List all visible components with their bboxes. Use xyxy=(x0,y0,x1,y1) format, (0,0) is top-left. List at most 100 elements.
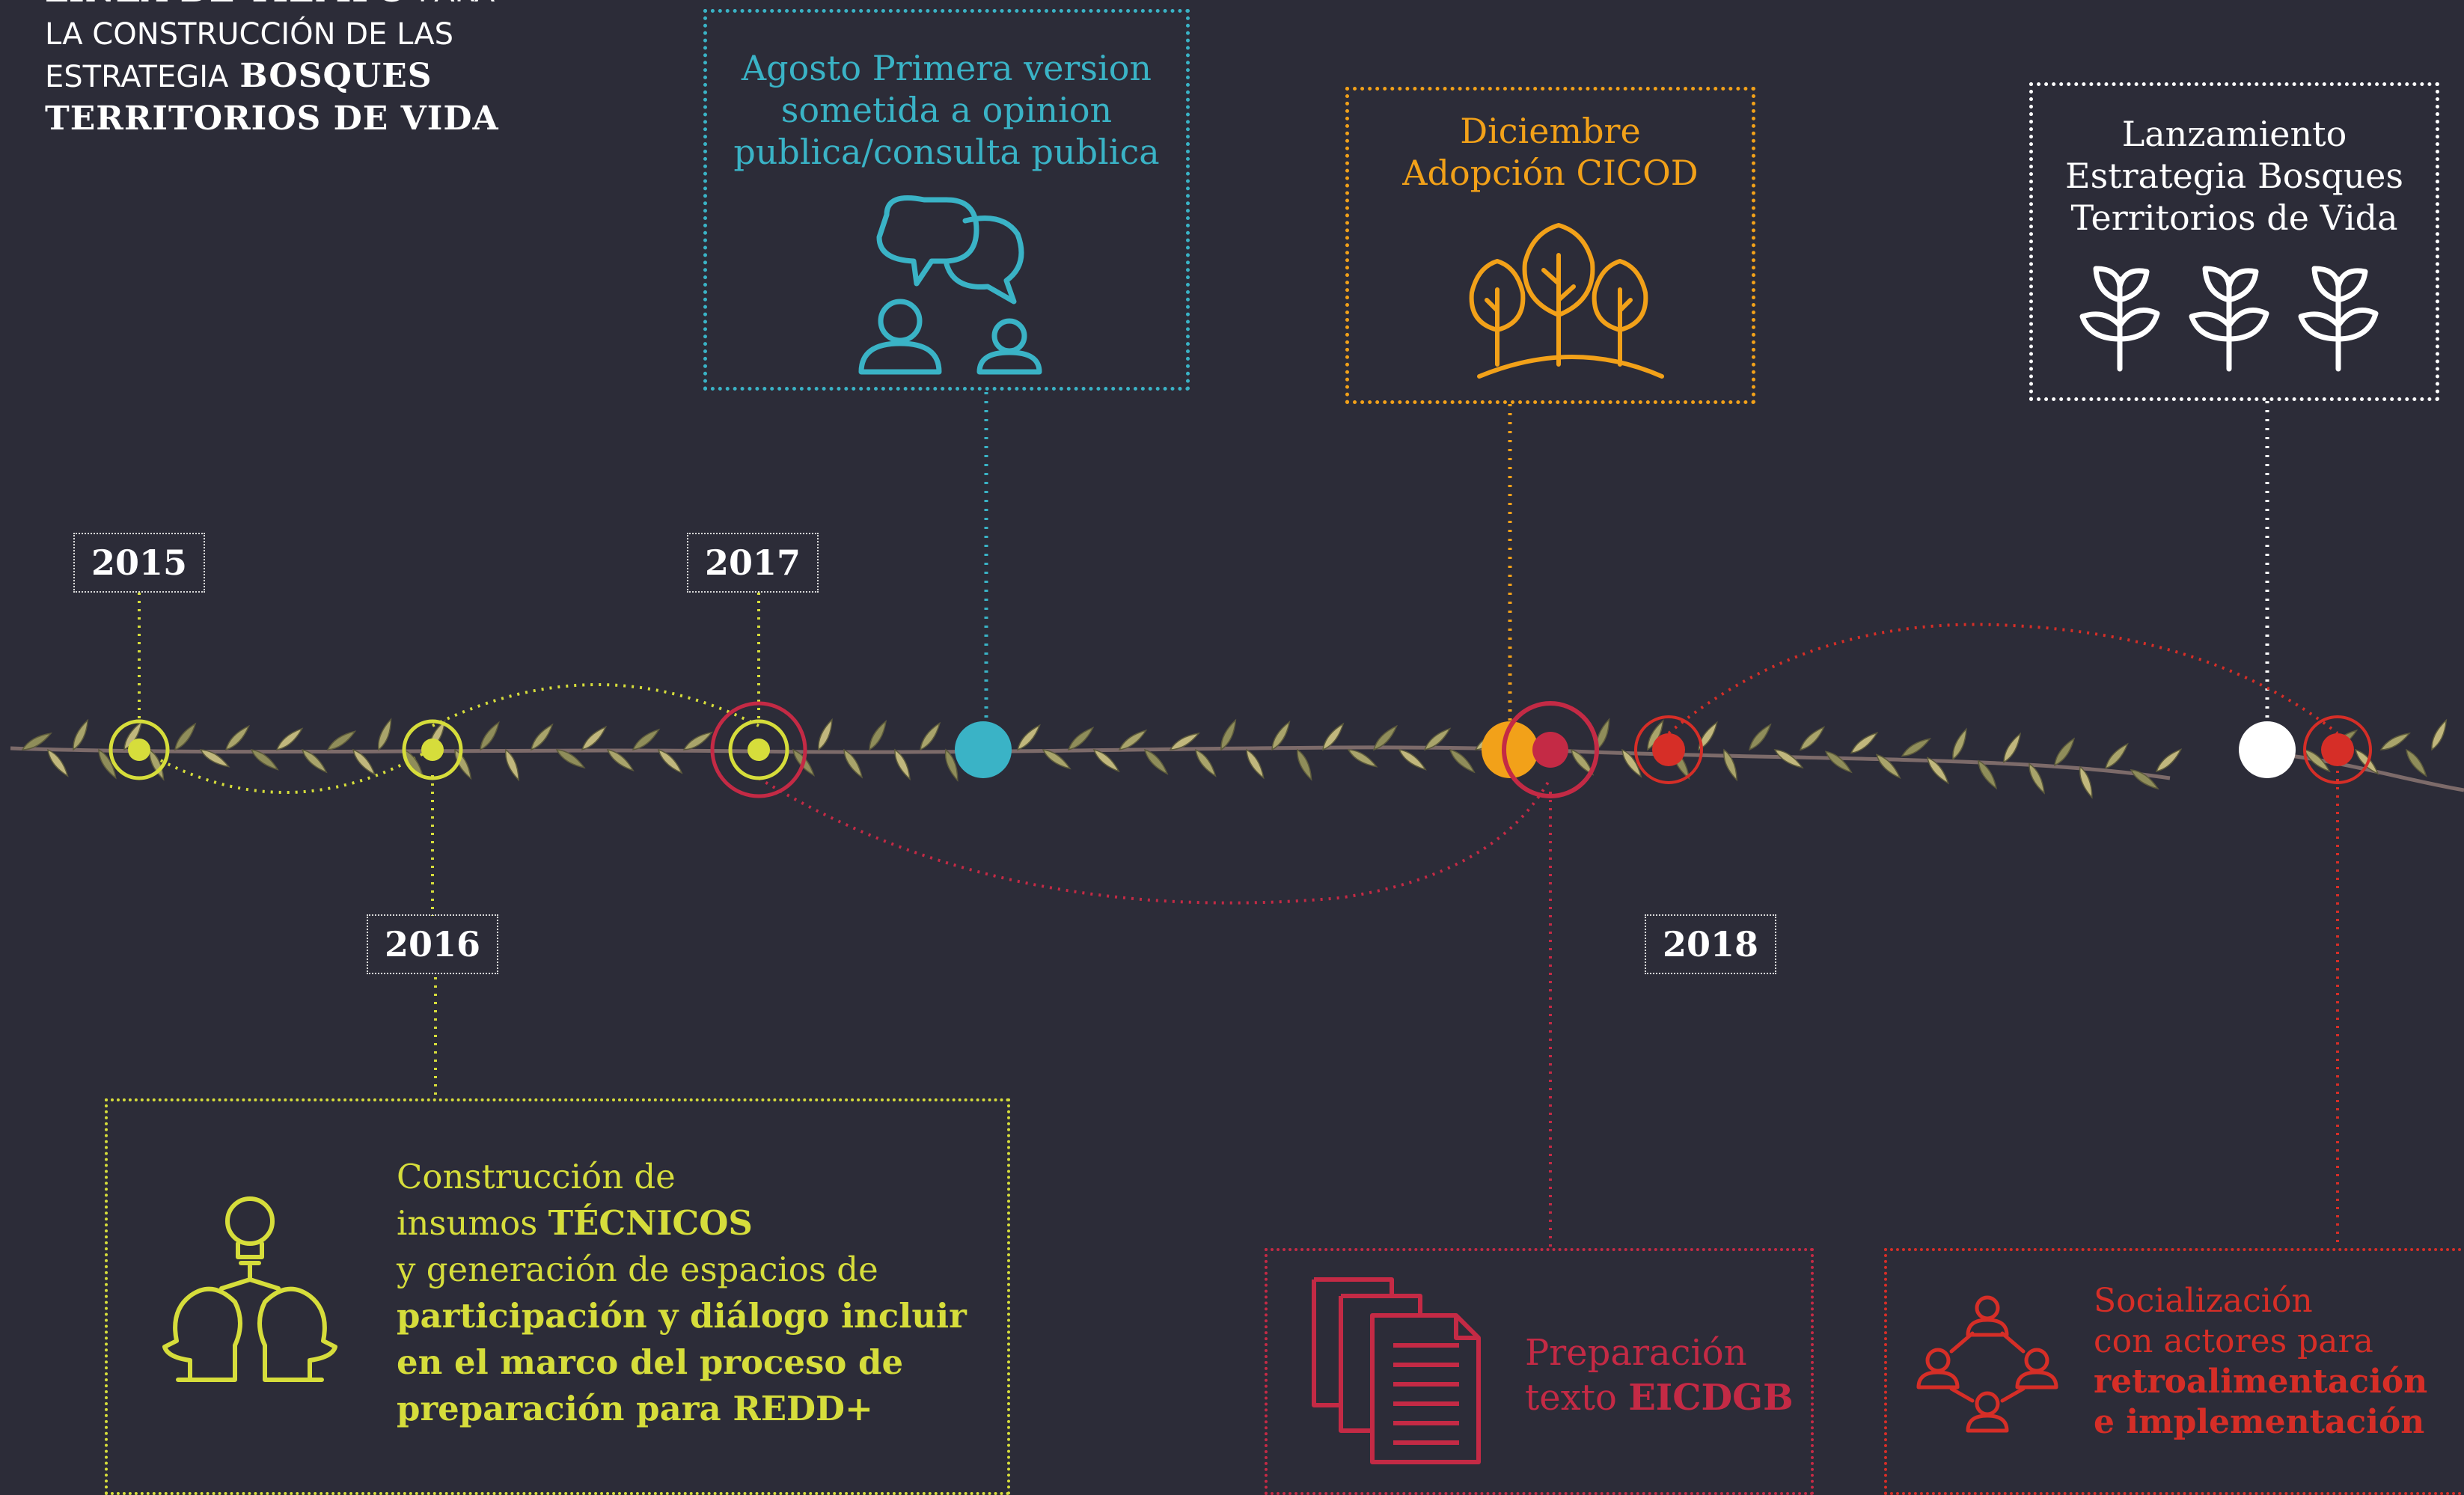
december-line2: Adopción CICOD xyxy=(1402,153,1699,193)
construction-line2-light: insumos xyxy=(397,1203,538,1243)
leaf-decoration xyxy=(1195,748,1217,777)
construction-line5: en el marco del proceso de xyxy=(397,1342,904,1382)
leaf-decoration xyxy=(377,718,392,751)
leaf-decoration xyxy=(818,718,833,751)
preparation-line2-light: texto xyxy=(1525,1377,1617,1419)
marker-launch xyxy=(2239,721,2296,778)
leaf-decoration xyxy=(1016,724,1041,751)
leaf-decoration xyxy=(2054,737,2076,767)
arc-2016-2017-upper xyxy=(432,683,759,727)
leaf-decoration xyxy=(224,724,251,751)
leaf-decoration xyxy=(606,749,635,772)
leaf-decoration xyxy=(1723,748,1738,782)
marker-december xyxy=(1482,701,1599,798)
leaf-decoration xyxy=(1297,748,1312,781)
august-line2: sometida a opinion xyxy=(780,90,1113,130)
marker-august xyxy=(955,721,1012,778)
documents-icon xyxy=(1312,1277,1481,1464)
leaf-decoration xyxy=(301,748,328,774)
marker-2018 xyxy=(1634,715,1703,784)
leaf-decoration xyxy=(1118,729,1148,750)
arc-2018-socialization-upper xyxy=(1667,623,2339,735)
august-line1: Agosto Primera version xyxy=(741,48,1152,88)
leaf-decoration xyxy=(1749,723,1772,751)
leaf-decoration xyxy=(2130,768,2159,790)
leaf-decoration xyxy=(1824,750,1853,774)
launch-line2: Estrategia Bosques xyxy=(2064,156,2403,196)
leaf-decoration xyxy=(1220,718,1237,751)
leaf-decoration xyxy=(2003,732,2022,764)
leaf-decoration xyxy=(843,748,863,779)
year-label-2017: 2017 xyxy=(687,533,819,593)
leaf-decoration xyxy=(21,732,52,750)
socialization-line3: retroalimentación xyxy=(2094,1363,2428,1401)
leaf-decoration xyxy=(1271,720,1291,751)
leaf-decoration xyxy=(1773,749,1804,769)
leaf-decoration xyxy=(657,748,683,774)
year-label-2018: 2018 xyxy=(1645,914,1776,974)
construction-line4: participación y diálogo incluir xyxy=(397,1296,967,1336)
leaf-decoration xyxy=(1901,738,1932,757)
leaf-decoration xyxy=(632,728,661,750)
leaf-decoration xyxy=(581,725,608,751)
leaf-decoration xyxy=(555,749,586,769)
leaf-decoration xyxy=(1978,759,1998,790)
socialization-line4: e implementación xyxy=(2094,1403,2425,1441)
leaf-decoration xyxy=(2431,718,2448,751)
leaf-decoration xyxy=(352,748,376,776)
leaf-decoration xyxy=(73,718,89,751)
leaf-decoration xyxy=(1952,727,1967,761)
arc-2017-preparation-lower xyxy=(757,777,1552,905)
leaf-decoration xyxy=(326,730,357,750)
leaf-decoration xyxy=(1621,748,1642,778)
august-line3: publica/consulta publica xyxy=(733,132,1160,172)
leaf-decoration xyxy=(47,748,69,777)
title-line4: TERRITORIOS DE VIDA xyxy=(45,100,499,138)
branch-stem xyxy=(10,745,2464,792)
preparation-line1: Preparación xyxy=(1525,1332,1747,1374)
launch-line1: Lanzamiento xyxy=(2121,114,2347,154)
leaf-decoration xyxy=(505,748,520,782)
event-construction-box: Construcción de insumos TÉCNICOS y gener… xyxy=(105,1098,1010,1495)
title-line1-light: PARA xyxy=(418,0,495,9)
leaf-decoration xyxy=(2406,748,2427,777)
leaf-decoration xyxy=(1799,726,1826,751)
construction-line2-bold: TÉCNICOS xyxy=(548,1203,753,1243)
speech-bubbles-people-icon xyxy=(858,195,1042,375)
leaf-decoration xyxy=(1372,724,1398,751)
leaf-decoration xyxy=(2104,742,2129,769)
marker-2016 xyxy=(402,719,463,780)
leaf-decoration xyxy=(1246,748,1265,780)
marker-2017 xyxy=(710,701,807,798)
event-launch-box: Lanzamiento Estrategia Bosques Territori… xyxy=(2029,82,2439,401)
event-preparation-box: Preparación texto EICDGB xyxy=(1265,1248,1814,1495)
leaf-decoration xyxy=(894,748,911,781)
socialization-line2: con actores para xyxy=(2094,1322,2373,1360)
heads-lightbulb-icon xyxy=(162,1196,337,1382)
title-line3-light: ESTRATEGIA xyxy=(45,60,229,94)
leaf-decoration xyxy=(2303,748,2331,773)
trees-icon xyxy=(1469,223,1664,379)
leaf-decoration xyxy=(1875,753,1901,780)
event-socialization-box: Socialización con actores para retroalim… xyxy=(1884,1248,2464,1495)
leaf-decoration xyxy=(2155,748,2183,772)
title-line1-bold: LÍNEA DE TIEMPO xyxy=(45,0,407,10)
arc-2015-2016-lower xyxy=(138,747,434,794)
preparation-line2-bold: EICDGB xyxy=(1628,1377,1794,1419)
leaf-decoration xyxy=(1322,722,1345,751)
socialization-line1: Socialización xyxy=(2094,1282,2313,1320)
leaf-decoration xyxy=(920,721,941,751)
page-title: LÍNEA DE TIEMPO PARA LA CONSTRUCCIÓN DE … xyxy=(45,0,658,140)
leaf-decoration xyxy=(275,727,304,750)
branch-leaves xyxy=(21,718,2448,799)
leaf-decoration xyxy=(792,748,816,777)
leaf-decoration xyxy=(2379,732,2411,750)
leaf-decoration xyxy=(2029,762,2045,795)
leaf-decoration xyxy=(149,748,165,781)
leaf-decoration xyxy=(1042,749,1071,770)
launch-line3: Territorios de Vida xyxy=(2070,198,2398,238)
december-line1: Diciembre xyxy=(1460,111,1641,151)
leaf-decoration xyxy=(1347,749,1378,768)
leaf-decoration xyxy=(1143,748,1169,775)
